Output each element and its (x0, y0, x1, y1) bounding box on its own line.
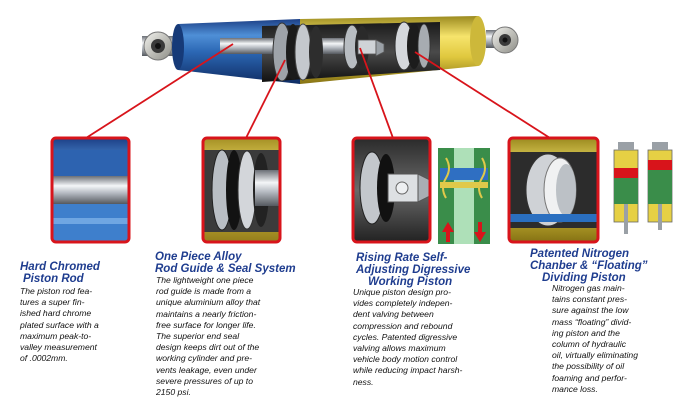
body-line: tains constant pres- (552, 294, 627, 305)
callout-line-working-piston (359, 47, 394, 139)
working-piston (343, 24, 385, 70)
detail-box-piston-rod (50, 136, 131, 244)
body-line: The lightweight one piece (156, 275, 254, 285)
callout-line-rod-guide (245, 59, 286, 139)
heading-line: Piston Rod (23, 273, 84, 285)
feature-heading-working-piston: Rising Rate Self- Adjusting Digressive W… (356, 252, 470, 288)
body-line: column of hydraulic (552, 339, 627, 350)
feature-heading-rod-guide: One Piece Alloy Rod Guide & Seal System (155, 251, 296, 275)
detail-box-working-piston (351, 136, 432, 244)
heading-line: Rising Rate Self- (356, 252, 448, 264)
body-line: The superior end seal (156, 331, 240, 342)
body-line: dent valving between (353, 309, 434, 320)
shock-absorber (142, 16, 519, 84)
body-line: valving allows maximum (353, 343, 446, 354)
body-line: rod guide is made from a (156, 286, 252, 297)
body-line: working cylinder and pre- (156, 353, 253, 364)
heading-line: Chanber & “Floating” (530, 260, 648, 272)
body-line: maximum peak-to- (20, 330, 92, 341)
body-line: ished hard chrome (20, 308, 92, 319)
valve-flow-illustration (438, 148, 490, 244)
body-line: while reducing impact harsh- (353, 365, 463, 376)
arrow-down-icon (474, 222, 486, 242)
body-line: of .0002mm. (20, 353, 68, 364)
left-eye-mount (142, 31, 178, 61)
nitrogen-cylinder-illustration (613, 142, 673, 234)
body-line: the possibility of oil (552, 361, 625, 372)
body-line: mass “floating” divid- (552, 316, 632, 327)
detail-box-nitrogen-chamber (507, 136, 600, 244)
body-line: severe pressures of up to (156, 375, 253, 386)
body-line: mance loss. (552, 383, 598, 394)
feature-body-nitrogen-chamber: Nitrogen gas main- tains constant pres- … (552, 283, 638, 395)
body-line: ness. (353, 376, 374, 387)
body-line: compression and rebound (353, 320, 453, 331)
body-line: unique aluminium alloy that (156, 297, 261, 308)
body-line: oil, virtually eliminating (552, 350, 638, 361)
rod-guide (272, 22, 323, 82)
heading-line: One Piece Alloy (155, 251, 242, 263)
heading-line: Dividing Piston (542, 272, 626, 284)
right-eye-mount (486, 26, 519, 54)
body-line: vents leakage, even under (156, 364, 257, 375)
floating-piston (394, 21, 431, 71)
body-line: Nitrogen gas main- (552, 283, 625, 293)
body-line: 2150 psi. (156, 387, 191, 398)
heading-line: Working Piston (368, 276, 453, 288)
body-line: valley measurement (20, 342, 97, 353)
feature-heading-piston-rod: Hard Chromed Piston Rod (20, 261, 100, 285)
callout-lines (85, 43, 551, 139)
callout-line-piston-rod (85, 43, 234, 139)
heading-line: Patented Nitrogen (530, 248, 630, 260)
body-line: sure against the low (552, 305, 629, 316)
heading-line: Rod Guide & Seal System (155, 263, 296, 275)
body-line: plated surface with a (20, 319, 99, 330)
feature-body-piston-rod: The piston rod fea- tures a super fin- i… (20, 286, 99, 364)
heading-line: Hard Chromed (20, 261, 100, 273)
body-line: design keeps dirt out of the (156, 342, 260, 353)
feature-body-rod-guide: The lightweight one piece rod guide is m… (156, 275, 260, 398)
body-line: foaming and perfor- (552, 372, 627, 383)
body-line: Unique piston design pro- (353, 287, 451, 297)
detail-box-rod-guide (201, 136, 282, 244)
feature-body-working-piston: Unique piston design pro- vides complete… (353, 287, 462, 388)
body-line: maintains a nearly friction- (156, 308, 257, 319)
body-line: tures a super fin- (20, 297, 85, 308)
body-line: cycles. Patented digressive (353, 331, 458, 342)
body-line: vides completely indepen- (353, 298, 453, 309)
arrow-up-icon (442, 222, 454, 242)
body-line: vehicle body motion control (353, 354, 458, 365)
body-line: free surface for longer life. (156, 319, 256, 330)
heading-line: Adjusting Digressive (356, 264, 471, 276)
callout-line-nitrogen-chamber (414, 51, 551, 139)
body-line: The piston rod fea- (20, 286, 93, 296)
body-line: ing piston and the (552, 327, 620, 338)
feature-heading-nitrogen-chamber: Patented Nitrogen Chanber & “Floating” D… (530, 248, 648, 284)
